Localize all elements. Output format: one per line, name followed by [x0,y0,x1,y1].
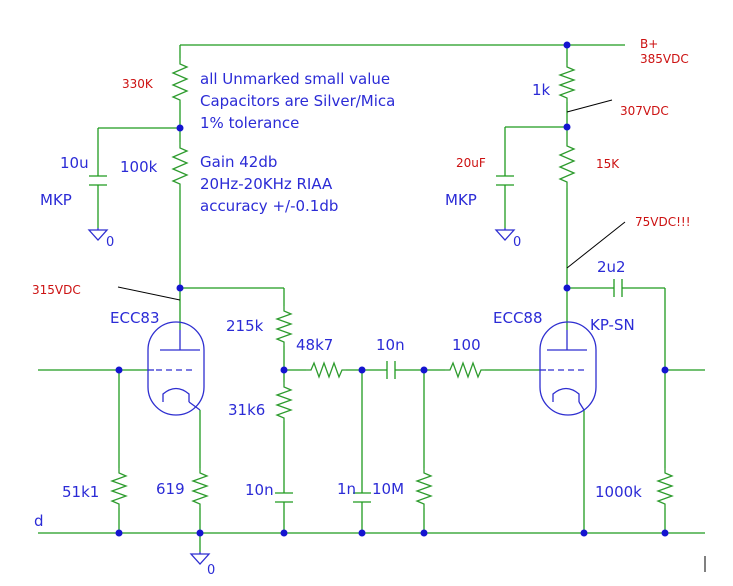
resistor-51k1 [110,468,128,508]
label-r-31k6: 31k6 [228,401,265,419]
voltage-v1-plate: 315VDC [32,283,81,297]
label-r-330k: 330K [122,77,154,91]
resistor-31k6 [275,382,293,421]
resistor-1k [558,62,576,102]
note-spec-line-3: accuracy +/-0.1db [200,197,338,215]
resistor-215k [275,306,293,346]
label-r-1k: 1k [532,81,551,99]
label-r-100: 100 [452,336,481,354]
tube-v1-icon [147,321,205,416]
ground-c20uf-label: 0 [513,235,521,250]
label-r-48k7: 48k7 [296,336,333,354]
supply-voltage: 385VDC [640,52,689,66]
junction-dots [115,41,669,537]
resistor-10m [415,468,433,508]
label-c-20uf-type: MKP [445,191,477,209]
tube-v2-coupling-label: KP-SN [590,316,635,334]
label-c-10u: 10u [60,154,89,172]
label-c-1n: 1n [337,480,356,498]
ground-c20uf-icon [494,228,516,241]
capacitor-10n-shunt [275,492,293,503]
note-caps-line-1: all Unmarked small value [200,70,390,88]
label-r-51k1: 51k1 [62,483,99,501]
label-r-215k: 215k [226,317,264,335]
ground-c10u-label: 0 [106,235,114,250]
note-spec-line-1: Gain 42db [200,153,277,171]
resistor-48k7 [306,361,346,379]
tube-v1-label: ECC83 [110,309,160,327]
tube-v2-icon [539,321,597,416]
label-r-15k: 15K [596,157,620,171]
resistor-330k [171,58,189,102]
labels: B+ 385VDC all Unmarked small value Capac… [32,37,691,578]
ground-symbols [87,228,516,565]
label-r-10m: 10M [372,480,404,498]
resistor-619 [191,468,209,508]
resistor-1000k [656,468,674,508]
ground-left-icon [189,552,211,565]
label-r-1000k: 1000k [595,483,642,501]
capacitor-10n-series [386,361,396,379]
voltage-v2-plate: 75VDC!!! [635,215,691,229]
note-spec-line-2: 20Hz-20KHz RIAA [200,175,333,193]
capacitor-20uf [496,175,514,186]
label-r-619: 619 [156,480,185,498]
note-caps-line-2: Capacitors are Silver/Mica [200,92,395,110]
ground-c10u-icon [87,228,109,241]
note-caps-line-3: 1% tolerance [200,114,299,132]
resistor-15k [558,140,576,188]
capacitors [89,175,623,503]
resistor-100 [445,361,485,379]
label-c-10n-shunt: 10n [245,481,274,499]
wires [38,44,705,552]
resistor-100k [171,142,189,190]
label-c-20uf: 20uF [456,156,486,170]
voltage-v2-supply: 307VDC [620,104,669,118]
label-c-10u-type: MKP [40,191,72,209]
tube-v2-label: ECC88 [493,309,543,327]
capacitor-2u2 [613,279,623,297]
label-c-10n-series: 10n [376,336,405,354]
edge-mark: d [34,512,44,530]
voltage-pointers [117,99,626,301]
supply-name: B+ [640,37,658,51]
resistors [110,58,674,508]
label-c-2u2: 2u2 [597,258,626,276]
capacitor-1n [353,492,371,503]
capacitor-10u [89,175,107,186]
ground-left-label: 0 [207,563,215,578]
label-r-100k: 100k [120,158,158,176]
